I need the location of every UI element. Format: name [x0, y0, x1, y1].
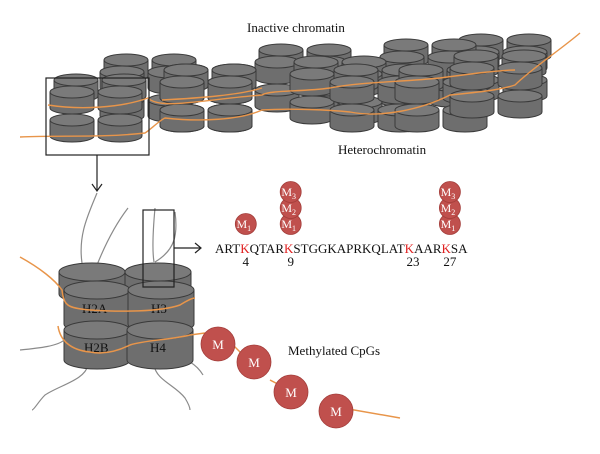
residue-lysine-27: K [442, 241, 452, 256]
histone-label-h2a: H2A [82, 301, 108, 316]
residue: K [327, 241, 337, 256]
cpg-mark-label: M [212, 337, 224, 352]
histone-tails [19, 192, 204, 411]
residue: G [318, 241, 327, 256]
methyl-mark-m1-k4: M1 [234, 213, 257, 235]
residue: A [423, 241, 433, 256]
chromatin-dna-strand [19, 32, 581, 138]
residue: R [353, 241, 362, 256]
residue: R [433, 241, 442, 256]
nucleosome [159, 103, 205, 133]
histone-label-h2b: H2B [84, 340, 109, 355]
cpg-methyl-mark: M [318, 393, 354, 429]
methyl-mark-m1-k27: M1 [438, 213, 461, 235]
residue: G [309, 241, 318, 256]
residue: L [381, 241, 389, 256]
heterochromatin-label: Heterochromatin [338, 142, 427, 157]
methyl-mark-m3-k9: M3 [279, 181, 302, 203]
cpg-methyl-mark: M [273, 374, 309, 410]
dna-strand-segment [161, 87, 263, 101]
nucleosome [49, 113, 95, 143]
residue: A [215, 241, 225, 256]
nucleosome [329, 103, 375, 133]
residue: T [397, 241, 405, 256]
cpg-mark-label: M [248, 355, 260, 370]
residue-number-27: 27 [443, 254, 457, 269]
residue: S [451, 241, 458, 256]
nucleosome [449, 89, 495, 119]
residue: R [275, 241, 284, 256]
histone-cylinder-h4 [126, 320, 194, 370]
nucleosome [394, 103, 440, 133]
residue-lysine-9: K [284, 241, 294, 256]
residue-lysine-23: K [405, 241, 415, 256]
inactive-chromatin-label: Inactive chromatin [247, 20, 345, 35]
residue-number-9: 9 [287, 254, 294, 269]
residue: K [362, 241, 372, 256]
residue: Q [371, 241, 381, 256]
residue-numbers: 4 9 23 27 [243, 254, 457, 269]
nucleosome [97, 113, 143, 143]
zoom-arrow-head [91, 183, 103, 193]
nucleosome [497, 89, 543, 119]
residue: S [293, 241, 300, 256]
nucleosome [207, 75, 253, 105]
residue: A [414, 241, 424, 256]
methylated-cpgs-label: Methylated CpGs [288, 343, 380, 358]
residue: A [389, 241, 399, 256]
cpg-methyl-mark: M [200, 326, 236, 362]
nucleosome [289, 95, 335, 125]
residue-number-4: 4 [243, 254, 250, 269]
methyl-mark-m2-k9: M2 [279, 197, 302, 219]
inactive-chromatin-fiber [49, 33, 552, 143]
dna-strand-segment [19, 32, 581, 138]
nucleosome [97, 85, 143, 115]
residue-number-23: 23 [407, 254, 420, 269]
residue: P [346, 241, 353, 256]
nucleosome [49, 85, 95, 115]
histone-h3-tail-sequence: ARTKQTARKSTGGKAPRKQLATKAARKSA [215, 241, 468, 256]
residue-lysine-4: K [240, 241, 250, 256]
dna-strand-segment [47, 69, 516, 109]
methylated-cpg-marks: M M M M [200, 326, 354, 429]
histone-cylinder-h2b [63, 320, 131, 370]
cpg-mark-label: M [285, 385, 297, 400]
sequence-text: ARTKQTARKSTGGKAPRKQLATKAARKSA [215, 241, 468, 256]
residue: A [458, 241, 468, 256]
nucleosome [207, 103, 253, 133]
residue: A [266, 241, 276, 256]
cpg-methyl-mark: M [236, 344, 272, 380]
histone-label-h3: H3 [151, 301, 167, 316]
histone-label-h4: H4 [150, 340, 166, 355]
methyl-mark-m2-k27: M2 [438, 197, 461, 219]
nucleosome [449, 61, 495, 91]
cpg-mark-label: M [330, 404, 342, 419]
nucleosome [289, 67, 335, 97]
residue: R [224, 241, 233, 256]
methyl-mark-m1-k9: M1 [279, 213, 302, 235]
nucleosome [497, 61, 543, 91]
residue: T [259, 241, 267, 256]
residue: T [232, 241, 240, 256]
tail-arrow-head [194, 242, 202, 254]
nucleosome [329, 75, 375, 105]
nucleosome [394, 75, 440, 105]
residue: T [301, 241, 309, 256]
residue: Q [250, 241, 260, 256]
histone-labels: H2A H3 H2B H4 [82, 301, 167, 355]
residue: A [337, 241, 347, 256]
methyl-mark-m3-k27: M3 [438, 181, 461, 203]
